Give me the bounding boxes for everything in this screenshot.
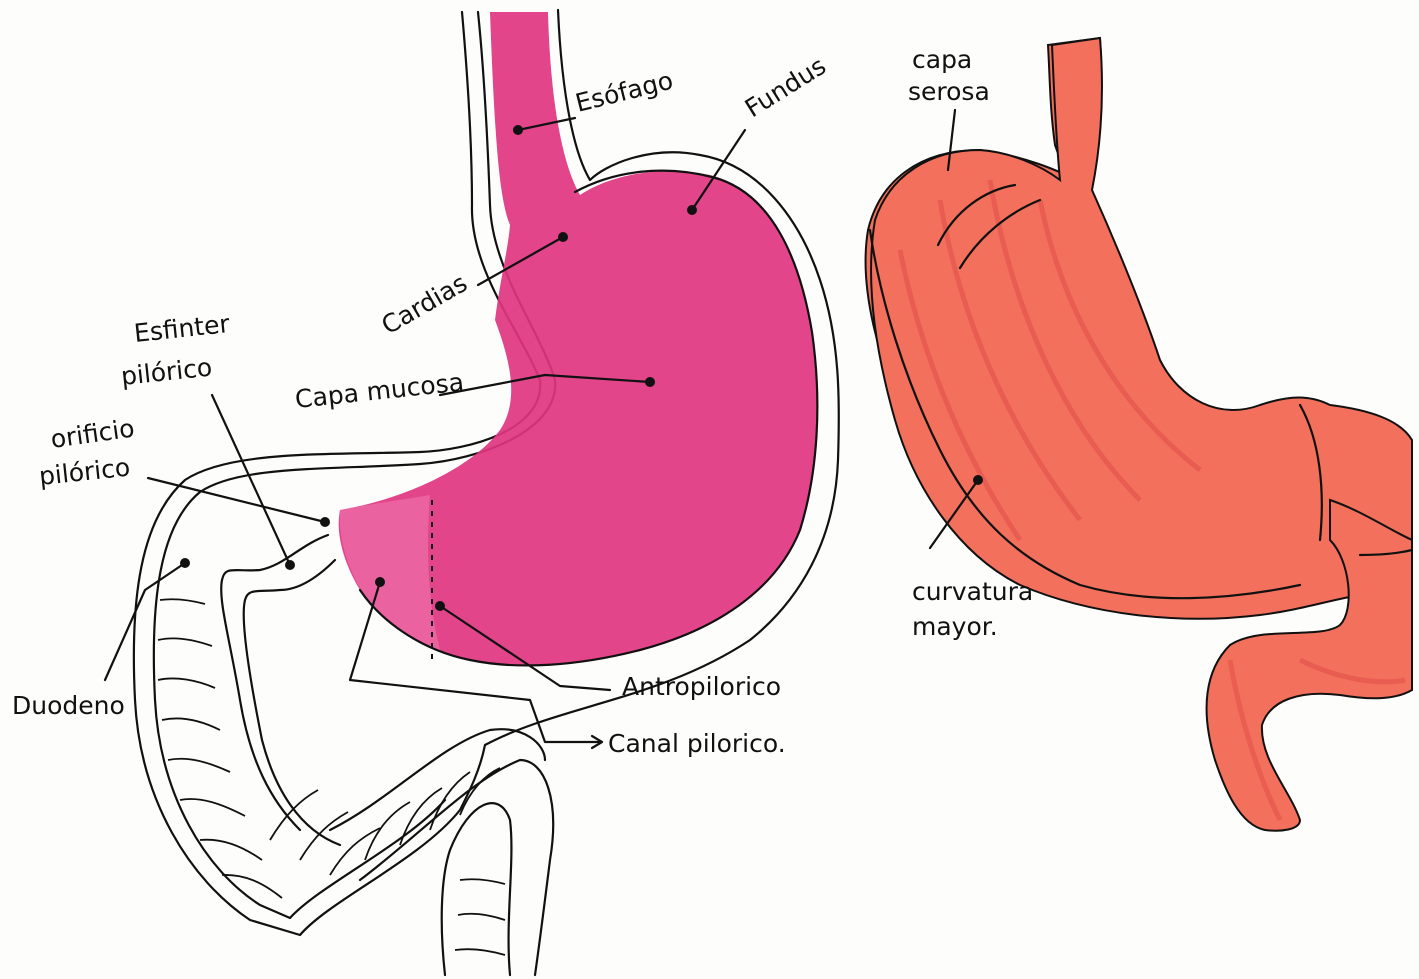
label-esfinter-line2: pilórico <box>120 353 214 391</box>
pin-canal-pilorico <box>375 577 385 587</box>
pin-orificio <box>320 517 330 527</box>
label-curvatura-line1: curvatura <box>912 577 1033 606</box>
label-antropilorico: Antropilorico <box>622 672 781 701</box>
label-esfinter-line1: Esfinter <box>133 309 232 348</box>
leader-duodeno <box>105 563 185 680</box>
label-esofago: Esófago <box>572 66 675 118</box>
label-cardias: Cardias <box>377 268 473 340</box>
left-stomach-section: Esófago Fundus Cardias Esfinter pilórico… <box>12 10 839 975</box>
label-canal-pilorico: Canal pilorico. <box>608 729 786 758</box>
pin-fundus <box>687 205 697 215</box>
right-stomach-external: capa serosa curvatura mayor. <box>866 38 1412 831</box>
pin-duodeno <box>180 558 190 568</box>
pin-esfinter <box>285 560 295 570</box>
leader-orificio <box>148 478 325 522</box>
pin-capa-mucosa <box>645 377 655 387</box>
label-duodeno: Duodeno <box>12 691 125 720</box>
pin-curvatura <box>973 475 983 485</box>
label-orificio-line2: pilórico <box>38 453 132 491</box>
label-capa-mucosa: Capa mucosa <box>294 367 466 414</box>
label-orificio-line1: orificio <box>49 413 136 453</box>
label-capa-serosa-line2: serosa <box>908 77 990 106</box>
pin-antropilorico <box>435 601 445 611</box>
label-fundus: Fundus <box>740 51 831 123</box>
label-capa-serosa-line1: capa <box>912 45 972 74</box>
pin-esofago <box>513 125 523 135</box>
pin-cardias <box>558 232 568 242</box>
mucosa-highlight <box>340 495 440 650</box>
duodenum-inner-outline <box>244 560 340 845</box>
label-curvatura-line2: mayor. <box>912 612 998 641</box>
